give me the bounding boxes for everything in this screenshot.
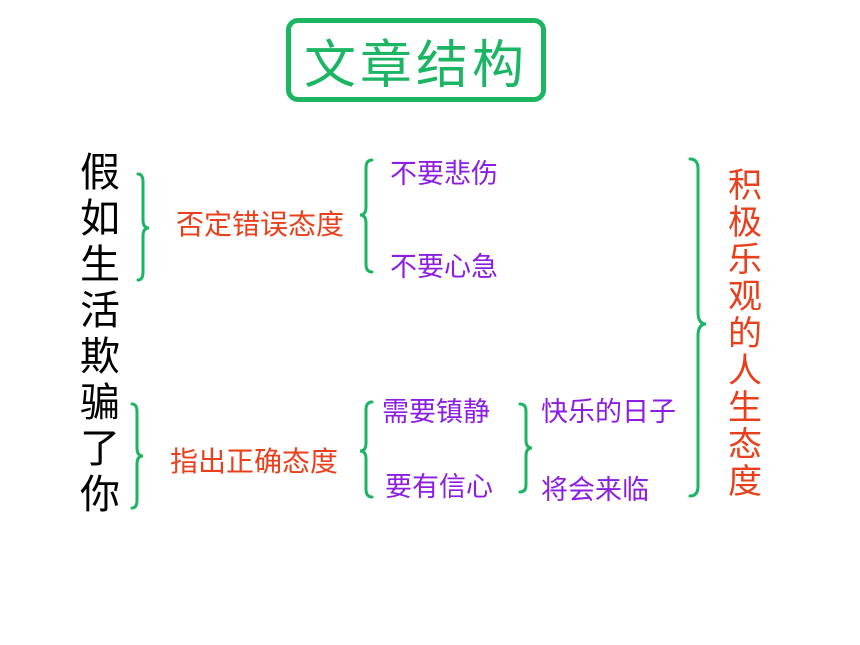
brace-left-top (136, 172, 150, 282)
left-char: 活 (80, 288, 120, 334)
branch-1-item-1: 不要悲伤 (390, 159, 498, 190)
right-char: 生 (728, 388, 762, 428)
brace-mid-top (359, 158, 374, 274)
branch-2-result-2: 将会来临 (541, 475, 649, 506)
page-title: 文章结构 (303, 35, 528, 96)
left-char: 如 (80, 196, 120, 242)
branch-1-label: 否定错误态度 (176, 208, 345, 241)
branch-2-item-2: 要有信心 (385, 472, 493, 503)
brace-big-right (688, 157, 707, 498)
left-char: 假 (80, 150, 120, 196)
left-char: 生 (80, 242, 120, 288)
branch-2-item-1: 需要镇静 (382, 397, 490, 428)
branch-1-item-2: 不要心急 (390, 252, 498, 283)
right-char: 人 (728, 351, 762, 391)
branch-2-result-1: 快乐的日子 (541, 397, 676, 428)
right-char: 态 (728, 425, 762, 465)
left-char: 骗 (80, 380, 120, 426)
left-char: 欺 (80, 334, 120, 380)
brace-inner-right (518, 402, 533, 494)
left-char: 你 (80, 472, 120, 518)
right-char: 乐 (728, 240, 762, 280)
left-char: 了 (80, 426, 120, 472)
branch-2-label: 指出正确态度 (170, 445, 339, 478)
right-char: 观 (728, 277, 762, 317)
brace-mid-bottom (359, 400, 374, 499)
right-char: 极 (728, 203, 762, 243)
title-box: 文章结构 (286, 18, 546, 102)
brace-left-bottom (130, 402, 144, 510)
right-char: 的 (728, 314, 762, 354)
right-char: 积 (728, 166, 762, 206)
left-vertical-title: 假 如 生 活 欺 骗 了 你 (80, 150, 120, 518)
right-char: 度 (728, 462, 762, 502)
right-vertical-title: 积 极 乐 观 的 人 生 态 度 (728, 168, 762, 501)
